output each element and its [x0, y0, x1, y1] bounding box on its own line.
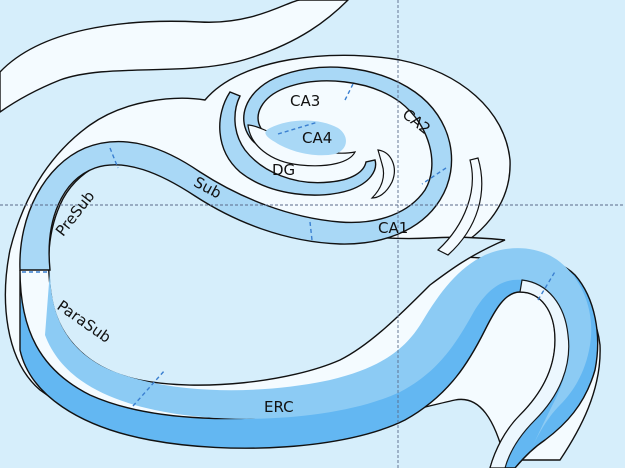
fimbria-hook: [370, 149, 395, 199]
boundary-ca3-ca2: [344, 83, 354, 101]
label-erc: ERC: [264, 398, 294, 416]
boundary-sub-presub: [109, 147, 119, 169]
dentate-gyrus: [219, 91, 377, 196]
entorhinal-band-inner: [45, 248, 592, 458]
ca4-region: [265, 120, 346, 156]
label-ca4: CA4: [302, 129, 332, 147]
label-ca1: CA1: [378, 219, 408, 237]
boundary-ca1-sub: [309, 221, 313, 241]
boundary-erc-end: [537, 269, 557, 301]
outer-cortex-band: [0, 0, 349, 113]
boundary-parasub-erc: [132, 369, 166, 407]
label-dg: DG: [272, 161, 295, 179]
ventricle-sliver: [436, 157, 483, 256]
label-ca3: CA3: [290, 92, 320, 110]
boundary-ca2-ca1: [421, 167, 447, 185]
